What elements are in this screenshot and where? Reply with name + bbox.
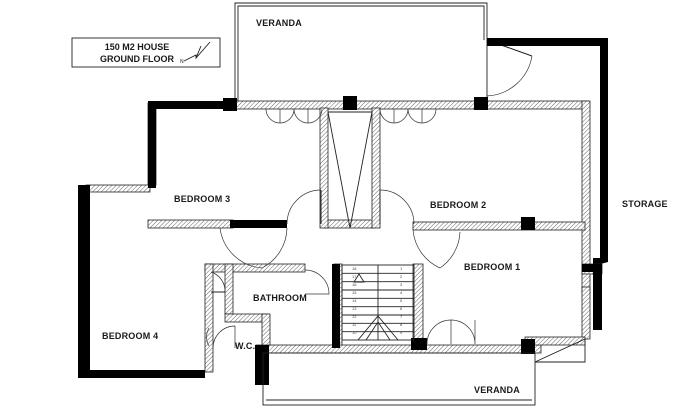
step-number: 1: [400, 266, 403, 271]
title-line-2: GROUND FLOOR: [100, 54, 174, 64]
room-label-wc: W.C.: [235, 341, 255, 351]
door-bedroom4: [210, 271, 226, 293]
room-label-bedroom-1: BEDROOM 1: [464, 262, 520, 272]
corridor-diagonals: [327, 111, 373, 229]
staircase: 18 17 16 15 14 13 12 11 10 1 2 3 4 5 6 7…: [341, 264, 415, 341]
room-label-bedroom-4: BEDROOM 4: [102, 331, 158, 341]
title-line-1: 150 M2 HOUSE: [105, 42, 170, 52]
step-number: 17: [352, 274, 357, 279]
step-number: 15: [352, 290, 357, 295]
step-number: 14: [352, 298, 357, 303]
stair-treads: [342, 272, 414, 333]
step-number: 7: [400, 314, 403, 319]
room-label-storage: STORAGE: [622, 199, 668, 209]
doors: [206, 108, 476, 349]
step-number: 8: [400, 322, 403, 327]
step-number: 5: [400, 298, 403, 303]
north-letter: N: [180, 59, 184, 65]
door-hall-right: [412, 229, 461, 269]
stair-up-arrow-icon: [353, 273, 365, 283]
stair-numbers-left: 18 17 16 15 14 13 12 11 10: [352, 266, 357, 335]
door-bedroom1: [426, 319, 476, 345]
room-label-veranda-top: VERANDA: [256, 18, 302, 28]
step-number: 3: [400, 282, 403, 287]
door-wardrobe-bedroom2: [379, 108, 437, 124]
step-number: 16: [352, 282, 357, 287]
room-label-bedroom-3: BEDROOM 3: [174, 194, 230, 204]
door-wardrobe-bedroom3: [265, 108, 323, 124]
room-label-bathroom: BATHROOM: [253, 293, 307, 303]
room-label-veranda-bottom: VERANDA: [474, 385, 520, 395]
north-arrow-icon: N: [180, 41, 211, 65]
door-bedroom3: [286, 189, 322, 225]
room-label-bedroom-2: BEDROOM 2: [430, 200, 486, 210]
step-number: 6: [400, 306, 403, 311]
step-number: 9: [400, 330, 403, 335]
step-number: 13: [352, 306, 357, 311]
step-number: 12: [352, 314, 357, 319]
veranda-bottom-outline: [262, 338, 586, 406]
title-block: 150 M2 HOUSE GROUND FLOOR N: [71, 37, 221, 68]
step-number: 2: [400, 274, 403, 279]
door-hall-left: [219, 227, 288, 269]
door-bathroom: [304, 269, 330, 295]
door-wc-small: [206, 327, 210, 347]
door-bedroom2: [379, 189, 415, 225]
step-number: 11: [352, 322, 357, 327]
step-number: 4: [400, 290, 403, 295]
stair-numbers-right: 1 2 3 4 5 6 7 8 9: [400, 266, 403, 335]
solid-walls: [78, 96, 602, 385]
step-number: 18: [352, 266, 357, 271]
door-wc: [212, 325, 236, 349]
step-number: 10: [352, 330, 357, 335]
room-labels: VERANDA BEDROOM 3 BEDROOM 2 STORAGE BEDR…: [102, 18, 668, 395]
